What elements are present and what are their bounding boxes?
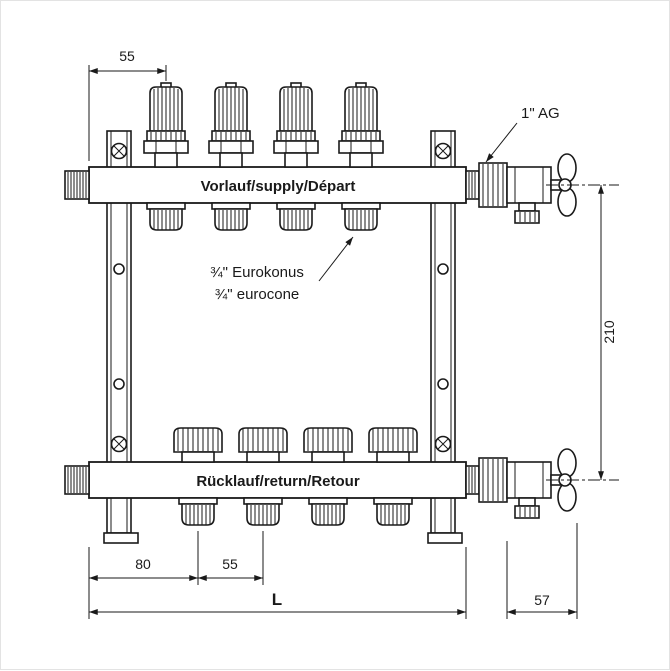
supply-outlet-2 [211,202,251,231]
eurokonus-label-en: ¾" eurocone [215,286,300,303]
leader-line [318,236,354,282]
supply-bar: Vorlauf/supply/Départ [88,166,467,204]
return-thread-left [64,465,90,495]
label-eurokonus: ¾" Eurokonus ¾" eurocone [210,236,354,303]
return-outlet-2 [243,497,283,526]
return-label: Rücklauf/return/Retour [196,473,360,490]
mounting-hole [437,263,449,275]
dim-55-bottom-label: 55 [222,556,238,572]
mounting-hole [437,378,449,390]
return-outlet-4 [373,497,413,526]
supply-outlet-3 [276,202,316,231]
return-outlet-1 [178,497,218,526]
supply-label: Vorlauf/supply/Départ [201,178,356,195]
bracket-foot [427,532,463,544]
actuator-2 [208,82,254,168]
dim-L-label: L [272,590,282,609]
dim-L: L [89,590,466,615]
dim-210: 210 [598,185,617,480]
supply-outlet-1 [146,202,186,231]
return-valve-2 [238,427,288,463]
supply-outlet-4 [341,202,381,231]
return-outlet-3 [308,497,348,526]
mounting-hole [113,378,125,390]
bracket-foot [103,532,139,544]
eurokonus-label-de: ¾" Eurokonus [210,264,304,281]
return-valve-1 [173,427,223,463]
return-valve-3 [303,427,353,463]
dim-55-top-label: 55 [119,48,135,64]
dim-57: 57 [507,592,577,615]
return-valve-4 [368,427,418,463]
supply-thread-left [64,170,90,200]
actuator-3 [273,82,319,168]
actuator-1 [143,82,189,168]
ball-valve-top [478,153,577,224]
return-bar: Rücklauf/return/Retour [88,461,467,499]
dim-55-top: 55 [88,48,167,161]
actuator-4 [338,82,384,168]
dim-80-label: 80 [135,556,151,572]
thread-size-label: 1" AG [521,105,560,122]
label-1-ag: 1" AG [485,105,560,163]
supply-thread-right [465,170,480,200]
dim-55-bottom: 55 [198,556,263,581]
dim-57-label: 57 [534,592,550,608]
dim-80: 80 [89,556,198,581]
ball-valve-bottom [478,448,577,519]
mounting-hole [113,263,125,275]
leader-line [485,122,518,163]
return-thread-right [465,465,480,495]
dim-210-label: 210 [601,320,617,344]
